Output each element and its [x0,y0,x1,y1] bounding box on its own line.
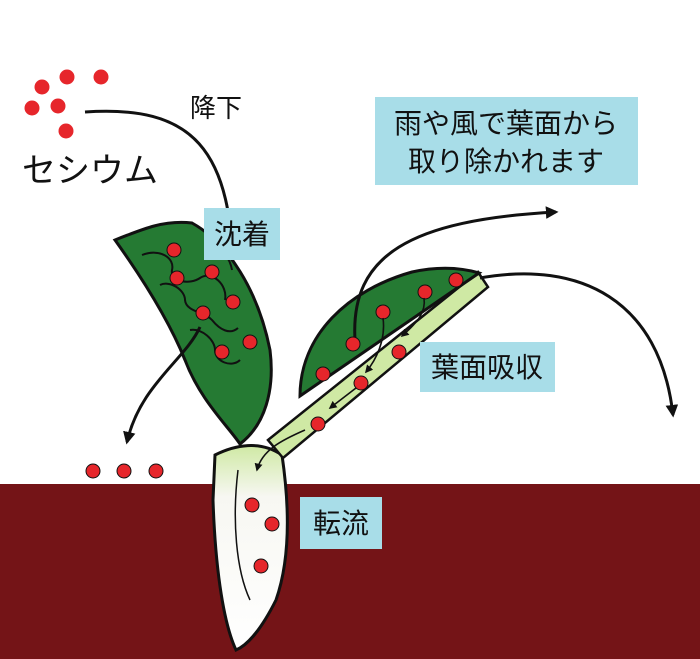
stem-particles [244,497,280,574]
cesium-particle [345,336,361,352]
cesium-particle [85,463,101,479]
midrib-particles [310,344,407,432]
deposit-label: 沈着 [214,218,270,251]
cesium-particle [353,375,369,391]
cesium-particle [24,100,40,116]
right-leaf-particles [315,272,464,382]
stem-root [211,444,289,652]
cesium-particle [204,264,220,280]
cesium-particle [166,242,182,258]
cesium-particle [58,123,74,139]
translocation-label: 転流 [313,507,369,540]
cesium-particle [225,294,241,310]
cesium-particle [375,304,391,320]
transport-arrow [254,429,306,472]
cesium-particle [34,79,50,95]
cesium-label: セシウム [22,151,158,191]
deposit-label-box [204,208,280,260]
absorption-arrow [364,317,385,374]
cesium-particle [448,272,464,288]
cesium-particle [214,344,230,360]
cesium-particle [310,416,326,432]
cesium-particle [253,558,269,574]
removal-label-box [375,97,638,185]
absorption-arrow [400,297,426,338]
cesium-particle [244,497,260,513]
cesium-particle [195,305,211,321]
leaf-petiole [266,270,490,460]
removal-label-line1: 雨や風で葉面から [394,107,618,140]
removal-arrow-upper [353,206,559,341]
cesium-particle [315,366,331,382]
left-leaf [112,220,273,447]
translocation-label-box [300,497,382,549]
cesium-particle [169,270,185,286]
cesium-particle [264,516,280,532]
cesium-particle [59,69,75,85]
cesium-particle [93,69,109,85]
right-leaf [298,266,483,399]
absorption-label-box [420,342,555,392]
removal-arrow-lower [479,272,679,418]
stem-inner-line [234,469,251,601]
transport-arrow [328,387,357,409]
ground-particles [85,463,164,479]
cesium-particle [148,463,164,479]
cesium-particle [417,284,433,300]
fall-label: 降下 [190,94,242,124]
cesium-particle [116,463,132,479]
runoff-arrow [123,326,202,445]
left-leaf-particles [166,242,258,360]
cesium-particle [50,98,66,114]
removal-label-line2: 取り除かれます [408,145,604,178]
cesium-particle [242,334,258,350]
absorption-label: 葉面吸収 [431,351,543,384]
cesium-cluster [24,69,109,139]
cesium-particle [391,344,407,360]
